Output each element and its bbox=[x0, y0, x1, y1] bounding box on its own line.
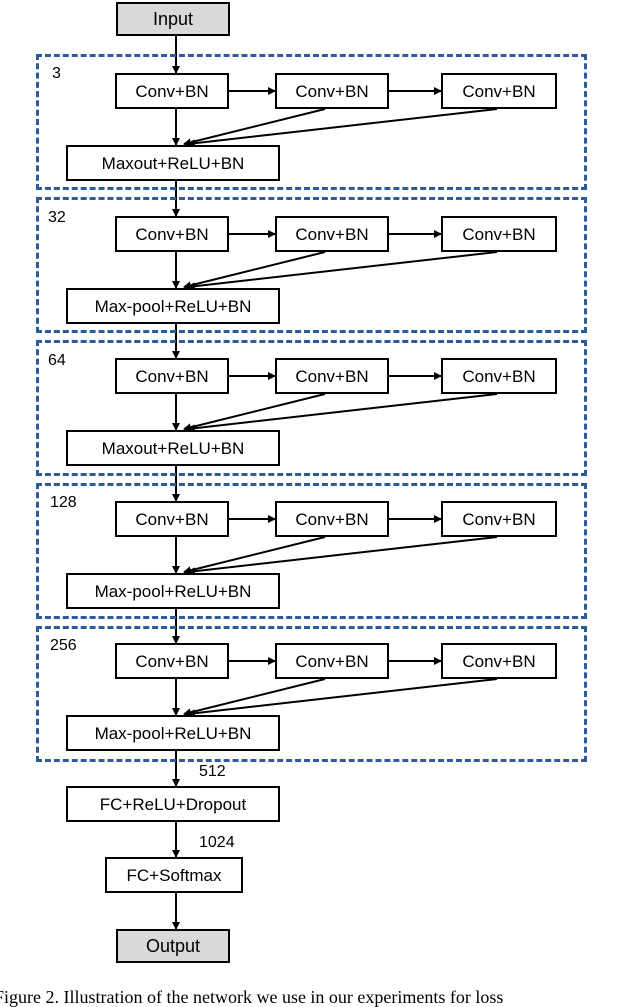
arrow-block-3-conv2-to-merge bbox=[183, 393, 326, 432]
block-3-conv-1: Conv+BN bbox=[115, 358, 229, 394]
fc1-size-label: 512 bbox=[199, 763, 226, 780]
block-2-conv-2: Conv+BN bbox=[275, 216, 389, 252]
block-4-conv-1: Conv+BN bbox=[115, 501, 229, 537]
conv-block-5 bbox=[36, 626, 587, 762]
arrow-block-2-conv2-to-merge bbox=[183, 251, 326, 290]
arrow-block-2-conv3-to-merge bbox=[187, 251, 498, 291]
output-box: Output bbox=[116, 929, 230, 963]
block-4-merge: Max-pool+ReLU+BN bbox=[66, 573, 280, 609]
block-4-conv-3: Conv+BN bbox=[441, 501, 557, 537]
block-3-channels-label: 64 bbox=[48, 352, 66, 369]
arrow-block-1-conv2-to-merge bbox=[183, 108, 326, 147]
fc2-box: FC+Softmax bbox=[105, 857, 243, 893]
block-1-conv-2: Conv+BN bbox=[275, 73, 389, 109]
block-5-conv-1: Conv+BN bbox=[115, 643, 229, 679]
block-1-conv-1: Conv+BN bbox=[115, 73, 229, 109]
conv-block-2 bbox=[36, 197, 587, 333]
block-3-merge: Maxout+ReLU+BN bbox=[66, 430, 280, 466]
conv-block-3 bbox=[36, 340, 587, 476]
arrow-block-4-conv2-to-merge bbox=[183, 536, 326, 575]
block-5-conv-3: Conv+BN bbox=[441, 643, 557, 679]
arrow-block-3-conv3-to-merge bbox=[187, 393, 498, 433]
block-1-conv-3: Conv+BN bbox=[441, 73, 557, 109]
block-2-conv-1: Conv+BN bbox=[115, 216, 229, 252]
fc2-size-label: 1024 bbox=[199, 834, 235, 851]
block-2-channels-label: 32 bbox=[48, 209, 66, 226]
input-box: Input bbox=[116, 2, 230, 36]
fc1-box: FC+ReLU+Dropout bbox=[66, 786, 280, 822]
arrow-block-1-conv3-to-merge bbox=[187, 108, 498, 148]
block-3-conv-2: Conv+BN bbox=[275, 358, 389, 394]
block-1-merge: Maxout+ReLU+BN bbox=[66, 145, 280, 181]
block-5-channels-label: 256 bbox=[50, 637, 77, 654]
block-2-conv-3: Conv+BN bbox=[441, 216, 557, 252]
block-3-conv-3: Conv+BN bbox=[441, 358, 557, 394]
conv-block-4 bbox=[36, 483, 587, 619]
block-1-channels-label: 3 bbox=[52, 65, 61, 82]
arrow-block-5-conv3-to-merge bbox=[187, 678, 498, 718]
block-5-conv-2: Conv+BN bbox=[275, 643, 389, 679]
arrow-block-5-conv2-to-merge bbox=[183, 678, 326, 717]
conv-block-1 bbox=[36, 54, 587, 190]
arrow-block-4-conv3-to-merge bbox=[187, 536, 498, 576]
figure-caption: Figure 2. Illustration of the network we… bbox=[0, 987, 504, 1007]
block-4-channels-label: 128 bbox=[50, 494, 77, 511]
block-4-conv-2: Conv+BN bbox=[275, 501, 389, 537]
block-2-merge: Max-pool+ReLU+BN bbox=[66, 288, 280, 324]
block-5-merge: Max-pool+ReLU+BN bbox=[66, 715, 280, 751]
